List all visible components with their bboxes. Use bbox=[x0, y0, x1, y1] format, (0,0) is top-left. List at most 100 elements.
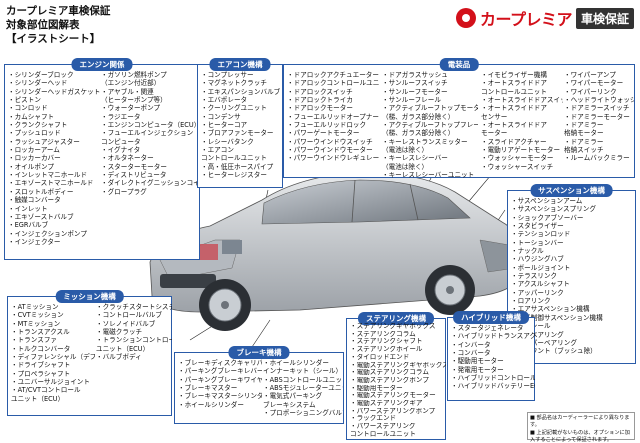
list-item: ・ホイールシリンダー bbox=[178, 400, 244, 409]
list-item: ・アッパーリンク bbox=[511, 288, 564, 297]
footnote-line: ■ 上記記載がないものは、オプションに加入することによって保証されます。 bbox=[530, 429, 630, 443]
list-item: コントロールユニット bbox=[201, 154, 267, 163]
mission-list-2: ・クラッチスタートシステム ・コントロールバルブ ・ソレノイドバルブ ・電磁クラ… bbox=[96, 303, 172, 361]
list-item: モーター bbox=[481, 129, 508, 138]
list-item: ・ハイブリッドトランスアクスル bbox=[451, 332, 535, 341]
list-item: （電池は除く） bbox=[382, 162, 429, 171]
list-item: ・グロープラグ bbox=[101, 187, 147, 196]
list-item: ・ハイブリッドコントロールECU bbox=[451, 374, 535, 383]
list-item: ・ラックエンド bbox=[350, 415, 397, 423]
steering-list: ・ステアリングギヤボックス ・ステアリングコラム ・ステアリングシャフト ・ステ… bbox=[350, 323, 446, 439]
list-item: 格納モーター bbox=[564, 129, 604, 138]
electrical-section-title: 電装品 bbox=[439, 58, 479, 71]
aircon-section-title: エアコン機構 bbox=[209, 58, 271, 71]
list-item: ・トランスアクスル bbox=[11, 328, 70, 337]
list-item: ・シリンダーブロック bbox=[8, 71, 74, 79]
list-item: ・タイロッドエンド bbox=[350, 353, 410, 361]
list-item: ・プロポーショニングバルブ bbox=[263, 409, 343, 418]
list-item: ・クランクシャフト bbox=[8, 121, 68, 130]
list-item: ・各マウント（ブッシュ除） bbox=[511, 347, 597, 356]
list-item: ・トランションコントロール bbox=[96, 336, 172, 345]
list-item: ・ドアロックアクチュエーター bbox=[287, 71, 379, 79]
list-item: ・CVTミッション bbox=[11, 311, 64, 320]
list-item: ・ヒーターレジスター bbox=[201, 171, 267, 180]
list-item: コンピュータ bbox=[101, 137, 141, 146]
list-item: ・エキゾーストバルブ bbox=[8, 212, 74, 221]
list-item: ・EGRバルブ bbox=[8, 221, 49, 230]
list-item: ・ハブベアリング bbox=[511, 330, 564, 339]
list-item: ・ウォッシャースイッチ bbox=[481, 162, 554, 171]
list-item: ・コンバータ bbox=[451, 349, 491, 358]
list-item: ・レシーバタンク bbox=[201, 137, 254, 146]
list-item: ・ドアロックコントロールユニット bbox=[287, 79, 379, 88]
list-item: ・AT/CVTコントロール bbox=[11, 386, 81, 395]
list-item: ・バルブボディ bbox=[96, 353, 142, 362]
list-item: ・パーキングブレーキレバー bbox=[178, 367, 262, 376]
list-item: コントロールユニット bbox=[481, 87, 547, 96]
list-item: ・ホイールシリンダー bbox=[263, 359, 329, 367]
list-item: ・ワイパーモーター bbox=[564, 79, 624, 88]
list-item: （ヒーターポンプ等） bbox=[101, 96, 167, 105]
list-item: ・ルームバックミラー bbox=[564, 154, 630, 163]
list-item: ・ウォッシャーモーター bbox=[481, 154, 554, 163]
list-item: ・ソレノイドバルブ bbox=[96, 319, 156, 328]
list-item: ・シリンダーヘッドガスケット bbox=[8, 87, 100, 96]
list-item: ・ドアミラースイッチ bbox=[564, 104, 630, 113]
list-item: ・ガソリン燃料ポンプ bbox=[101, 71, 167, 79]
list-item: ・ドアミラーモーター bbox=[564, 112, 630, 121]
list-item: ・プロペラシャフト bbox=[11, 369, 71, 378]
list-item: ・ラジエータ bbox=[101, 112, 141, 121]
list-item: ・インバータ bbox=[451, 340, 491, 349]
list-item: センサー bbox=[481, 112, 508, 121]
brake-section-title: ブレーキ機構 bbox=[228, 346, 290, 359]
mission-section: ミッション機構 ・ATミッション ・CVTミッション ・MTミッション ・トラン… bbox=[7, 290, 172, 416]
electrical-list-1: ・ドアロックアクチュエーター ・ドアロックコントロールユニット ・ドアロックスイ… bbox=[287, 71, 379, 163]
list-item: ・キーレストランスミッター bbox=[382, 137, 468, 146]
list-item: ・フューエルインジェクション bbox=[101, 129, 194, 138]
list-item: ユニット（ECU） bbox=[96, 344, 150, 353]
list-item: ・ドアロックスイッチ bbox=[287, 87, 353, 96]
list-item: ・フューエルリッドロック bbox=[287, 121, 367, 130]
list-item: ・オイルポンプ bbox=[8, 162, 54, 171]
list-item: ・ディストリビュータ bbox=[101, 171, 167, 180]
list-item: ・クーリングユニット bbox=[201, 104, 267, 113]
list-item: ・ディファレンシャル（デフ） bbox=[11, 353, 95, 362]
list-item: ・パワーステアリングポンプ bbox=[350, 407, 436, 415]
list-item: ・ワイパーリンク bbox=[564, 87, 617, 96]
list-item: ・電動ステアリングポンプ bbox=[350, 376, 429, 384]
list-item: ・エンジンコンピュータ（ECU） bbox=[101, 121, 199, 130]
list-item: ・ロアリンク bbox=[511, 297, 551, 306]
footnote-box: ■ 部品名はカーディーラーにより異なります。 ■ 上記記載がないものは、オプショ… bbox=[527, 412, 635, 443]
brake-list-1: ・ブレーキディスクキャリパー ・パーキングブレーキレバー ・パーキングブレーキワ… bbox=[178, 359, 262, 409]
footnote-line: ■ 部品名はカーディーラーにより異なります。 bbox=[530, 415, 630, 429]
car-premier-logo: カープレミア 車検保証 bbox=[455, 6, 634, 30]
mission-section-title: ミッション機構 bbox=[55, 290, 124, 303]
list-item: ・ダイレクトイグニッションコイル bbox=[101, 179, 199, 188]
list-item: ・アクティブルーフトップモーター bbox=[382, 104, 478, 113]
list-item: ・ステアリングシャフト bbox=[350, 338, 423, 346]
list-item: ・ナックル bbox=[511, 247, 544, 256]
list-item: （エンジン付近部） bbox=[101, 79, 161, 88]
list-item: ・パワーウインドウスイッチ bbox=[287, 137, 373, 146]
list-item: ・ボールジョイント bbox=[511, 263, 571, 272]
list-item: ・ブレーキマスターシリンダー bbox=[178, 392, 262, 401]
list-item: ・コントロールバルブ bbox=[96, 311, 162, 320]
list-item: ・ABSコントロールユニット bbox=[263, 375, 343, 384]
document-subtitle: 対象部位図解表 bbox=[6, 19, 80, 31]
list-item: ・トルクコンバータ bbox=[11, 344, 71, 353]
list-item: ・ユニバーサルジョイント bbox=[11, 378, 90, 387]
list-item: ・パワーステアリング bbox=[350, 423, 416, 431]
list-item: ・エキゾーストマニホールド bbox=[8, 179, 94, 188]
list-item: ユニット（ECU） bbox=[11, 394, 65, 403]
list-item: ・コンロッド bbox=[8, 104, 48, 113]
list-item: ・インレットマニホールド bbox=[8, 171, 88, 180]
list-item: ・ドアミラー bbox=[564, 137, 604, 146]
list-item: ・トーションバー bbox=[511, 238, 564, 247]
list-item: ・エアコン bbox=[201, 146, 234, 155]
list-item: ・ラッシュアジャスター bbox=[8, 137, 80, 146]
list-item: ・電磁クラッチ bbox=[96, 328, 143, 337]
engine-section: エンジン関係 ・シリンダーブロック ・シリンダーヘッド ・シリンダーヘッドガスケ… bbox=[4, 58, 200, 260]
list-item: ・テンションロッド bbox=[511, 230, 571, 239]
list-item: ・スターターモーター bbox=[101, 162, 167, 171]
list-item: ・ブロアファンモーター bbox=[201, 129, 274, 138]
